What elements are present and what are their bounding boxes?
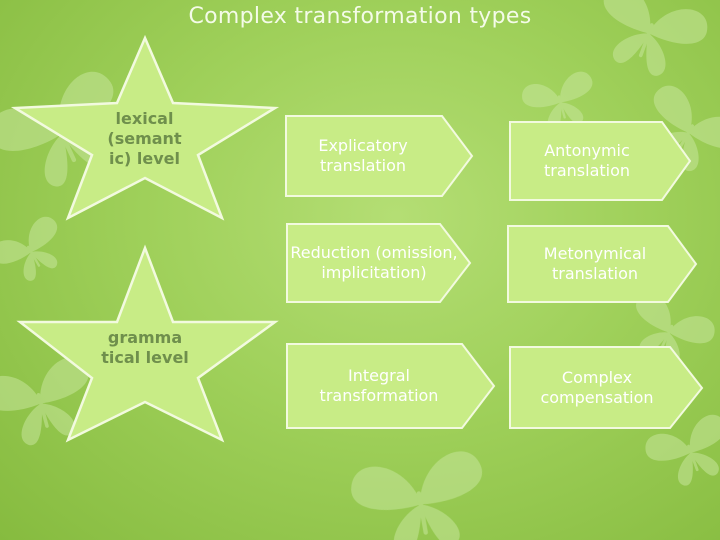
arrow-complex-compensation — [509, 346, 704, 429]
arrow-label-explicatory: Explicatory translation — [318, 136, 408, 175]
star-grammatical-shape — [16, 244, 279, 443]
arrow-explicatory — [285, 115, 474, 197]
arrow-label-integral: Integral transformation — [319, 366, 439, 405]
arrow-label-metonymical: Metonymical translation — [543, 244, 647, 283]
star-label-lexical: lexical (semant ic) level — [107, 109, 182, 168]
star-label-grammatical: gramma tical level — [101, 328, 189, 367]
slide-title: Complex transformation types — [188, 4, 532, 29]
arrow-antonymic — [509, 121, 692, 201]
arrow-label-antonymic: Antonymic translation — [543, 141, 631, 180]
arrow-label-complex-compensation: Complex compensation — [540, 367, 654, 407]
arrow-metonymical — [507, 225, 698, 303]
arrow-integral — [286, 343, 496, 429]
arrow-reduction — [286, 223, 472, 303]
arrow-label-reduction: Reduction (omission, implicitation) — [290, 243, 458, 282]
